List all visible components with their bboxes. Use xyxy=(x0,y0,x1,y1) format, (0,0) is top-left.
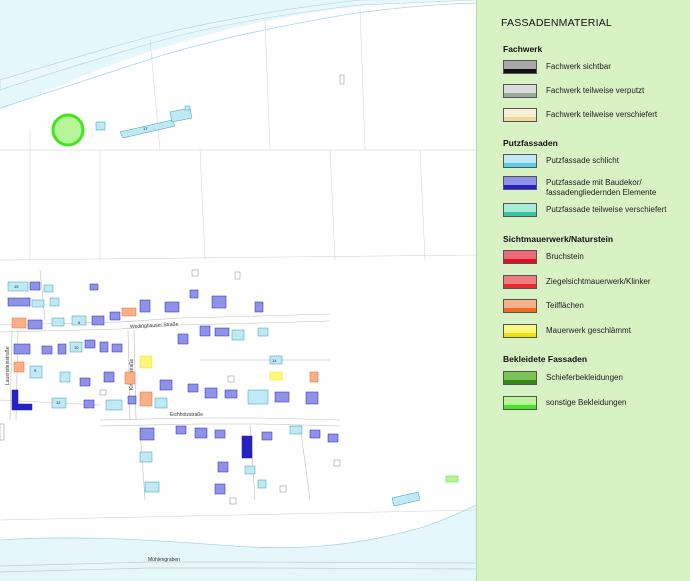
street-lauenstein: Lauensteinstraße xyxy=(5,346,11,385)
river-north xyxy=(0,0,476,110)
legend-swatch xyxy=(503,371,537,385)
legend-label: Putzfassade teilweise verschiefert xyxy=(546,205,667,214)
parcel-lines xyxy=(0,7,476,521)
village-buildings xyxy=(0,269,459,507)
legend-section-title: Putzfassaden xyxy=(503,138,558,148)
house-number: 14 xyxy=(272,358,277,363)
legend-item: Mauerwerk geschlämmt xyxy=(503,324,690,340)
house-number: 15 xyxy=(14,284,19,289)
legend-label: Fachwerk sichtbar xyxy=(546,62,611,71)
legend-item: Teilflächen xyxy=(503,299,690,315)
legend-swatch xyxy=(503,299,537,313)
map-view[interactable]: 17 Wedinghauser Straße Eichholzstraße Mü… xyxy=(0,0,476,581)
street-muehlengraben: Mühlengraben xyxy=(148,557,180,563)
legend-label: sonstige Bekleidungen xyxy=(546,398,627,407)
legend-swatch xyxy=(503,203,537,217)
street-wedinghauser: Wedinghauser Straße xyxy=(130,321,179,330)
street-eichholz: Eichholzstraße xyxy=(170,412,203,418)
legend-item: Fachwerk teilweise verschiefert xyxy=(503,108,690,124)
house-number: 17 xyxy=(143,126,148,131)
legend-section-title: Sichtmauerwerk/Naturstein xyxy=(503,234,614,244)
legend-label: Schieferbekleidungen xyxy=(546,373,623,382)
legend-section-title: Fachwerk xyxy=(503,44,543,54)
legend-swatch xyxy=(503,396,537,410)
legend-swatch xyxy=(503,176,537,190)
legend-item: Putzfassade mit Baudekor/ fassadengliede… xyxy=(503,176,690,197)
legend-swatch xyxy=(503,154,537,168)
legend-item: Putzfassade teilweise verschiefert xyxy=(503,203,690,219)
house-number: 9 xyxy=(34,368,37,373)
round-tower xyxy=(51,113,85,147)
house-number: 6 xyxy=(78,320,81,325)
legend-item: Fachwerk teilweise verputzt xyxy=(503,84,690,100)
river-south-bank xyxy=(0,504,476,549)
legend-label: Ziegelsichtmauerwerk/Klinker xyxy=(546,277,651,286)
legend-item: Ziegelsichtmauerwerk/Klinker xyxy=(503,275,690,291)
legend-label: Teilflächen xyxy=(546,301,584,310)
river-north-band xyxy=(0,0,476,91)
legend-label: Fachwerk teilweise verputzt xyxy=(546,86,645,95)
river-south xyxy=(0,505,476,581)
legend-label: Putzfassade schlicht xyxy=(546,156,619,165)
legend-swatch xyxy=(503,275,537,289)
legend-swatch xyxy=(503,84,537,98)
muehlengraben-road xyxy=(0,561,476,567)
legend-label: Mauerwerk geschlämmt xyxy=(546,326,631,335)
legend-label: Fachwerk teilweise verschiefert xyxy=(546,110,658,119)
house-number: 12 xyxy=(56,400,61,405)
legend-section-title: Bekleidete Fassaden xyxy=(503,354,588,364)
legend-title: FASSADENMATERIAL xyxy=(501,17,612,29)
house-number: 10 xyxy=(74,345,79,350)
legend-item: Fachwerk sichtbar xyxy=(503,60,690,76)
legend-label: Putzfassade mit Baudekor/ fassadengliede… xyxy=(546,178,657,197)
legend-swatch xyxy=(503,250,537,264)
legend-item: Putzfassade schlicht xyxy=(503,154,690,170)
legend-label: Bruchstein xyxy=(546,252,584,261)
river-north-bank xyxy=(0,2,476,109)
legend-item: Schieferbekleidungen xyxy=(503,371,690,387)
north-building: 17 xyxy=(119,105,193,139)
legend-swatch xyxy=(503,60,537,74)
legend-item: sonstige Bekleidungen xyxy=(503,396,690,412)
legend-swatch xyxy=(503,108,537,122)
legend-item: Bruchstein xyxy=(503,250,690,266)
legend-swatch xyxy=(503,324,537,338)
map-canvas: 17 Wedinghauser Straße Eichholzstraße Mü… xyxy=(0,0,476,581)
